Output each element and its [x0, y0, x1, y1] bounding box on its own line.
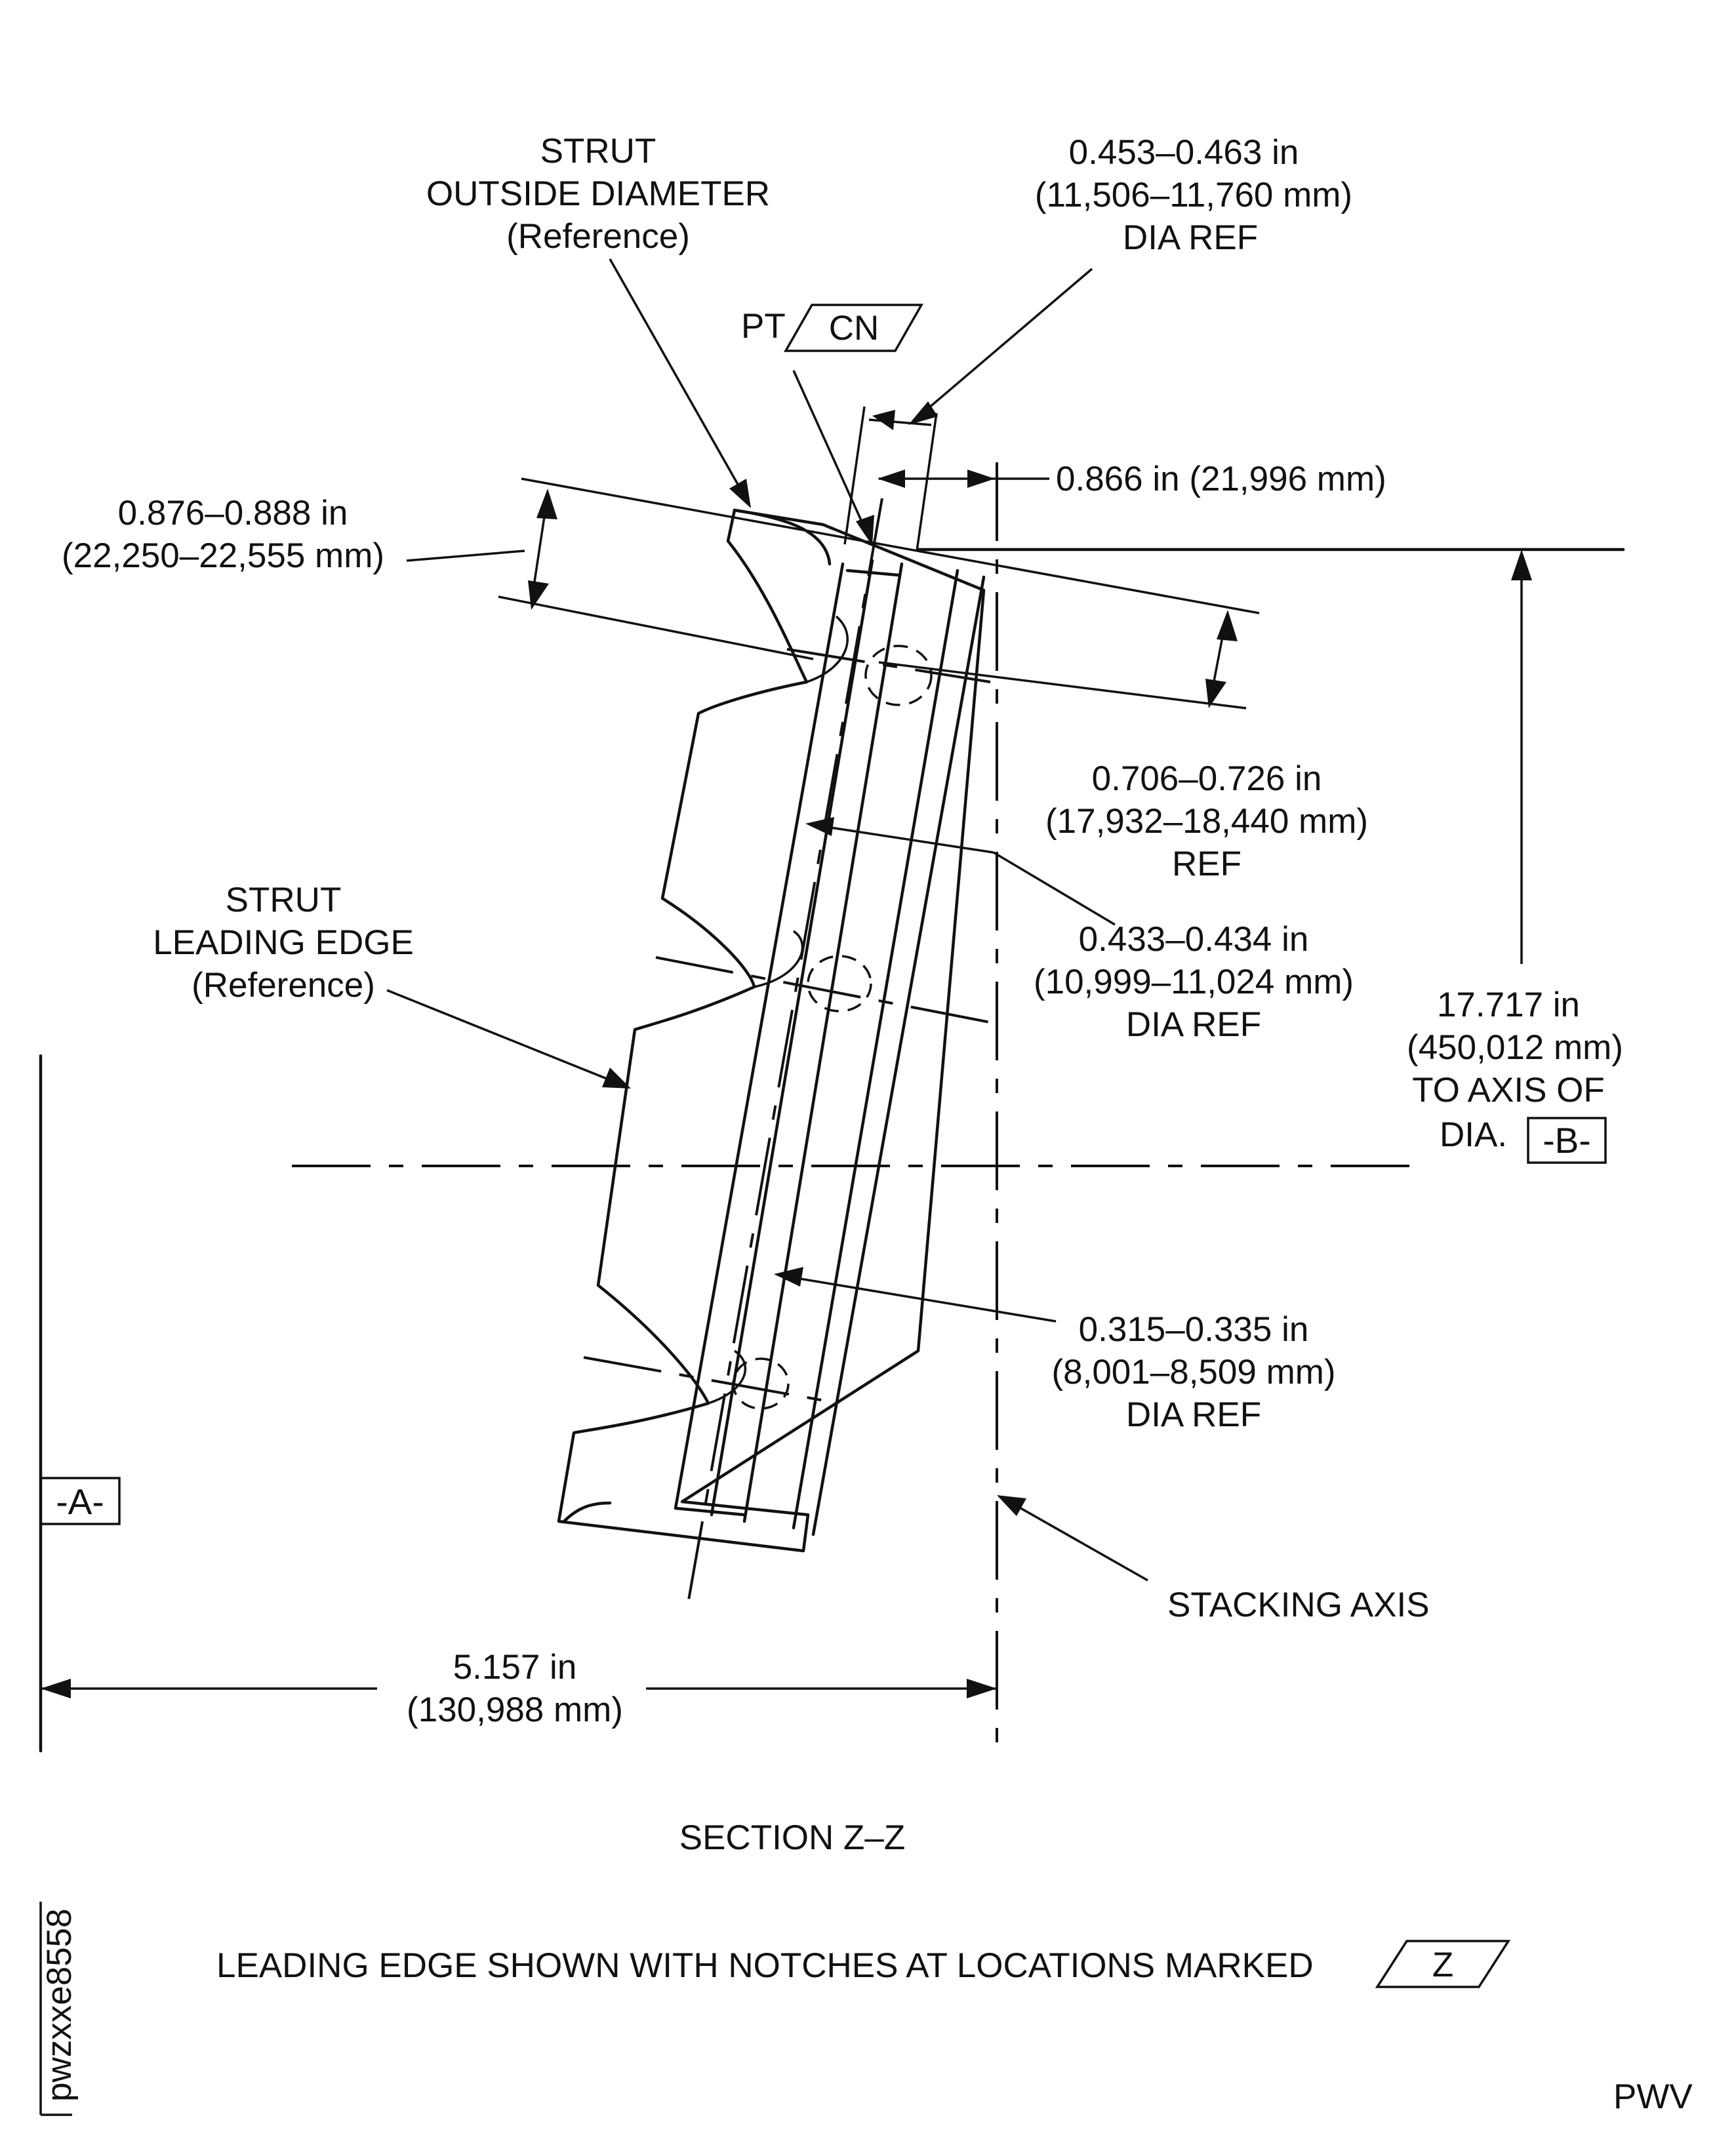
dim-17717-line1: 17.717 in — [1437, 986, 1580, 1024]
strut-od-line2: OUTSIDE DIAMETER — [426, 174, 770, 213]
leader-stacking-axis — [1003, 1497, 1148, 1582]
dim-17717-line2: (450,012 mm) — [1407, 1028, 1623, 1067]
notch-axis-bot — [583, 1356, 840, 1405]
ext-line-706-bot — [878, 661, 1247, 710]
notch-curve-bot — [708, 1350, 747, 1405]
ext-line-453-b — [916, 412, 938, 551]
leader-453 — [914, 268, 1093, 421]
ext-line-876-top — [521, 477, 1260, 614]
dim-876-line2: (22,250–22,555 mm) — [62, 536, 384, 575]
drawing-id: pwzxxe8558 — [40, 1908, 79, 2102]
section-title: SECTION Z–Z — [679, 1818, 906, 1857]
note-text: LEADING EDGE SHOWN WITH NOTCHES AT LOCAT… — [216, 1946, 1314, 1985]
dim-315-line2: (8,001–8,509 mm) — [1051, 1353, 1335, 1392]
leader-strut-le — [386, 989, 624, 1087]
leader-strut-od — [609, 258, 749, 502]
dim-706-line2: (17,932–18,440 mm) — [1045, 802, 1368, 841]
notch-axis-top — [786, 648, 991, 683]
dim-17717-line4: DIA. — [1440, 1115, 1507, 1154]
leader-876 — [406, 550, 525, 562]
cn-flag — [783, 304, 924, 352]
notch-circle-mid — [807, 955, 872, 1012]
leader-433 — [993, 851, 1116, 926]
strut-le-line1: STRUT — [226, 881, 342, 919]
strut-od-line1: STRUT — [540, 132, 656, 170]
leader-433-b — [813, 824, 994, 854]
dim-17717-line3: TO AXIS OF — [1412, 1071, 1605, 1110]
dim-453-line3: DIA REF — [1123, 218, 1258, 257]
leader-315 — [780, 1274, 1057, 1323]
stacking-axis-label: STACKING AXIS — [1167, 1586, 1430, 1624]
dim-876-line1: 0.876–0.888 in — [118, 494, 348, 532]
strut-od-line3: (Reference) — [506, 217, 690, 256]
dim-315-line1: 0.315–0.335 in — [1079, 1310, 1309, 1349]
notch-circle-bot — [732, 1357, 790, 1410]
dim-866-text: 0.866 in (21,996 mm) — [1056, 460, 1386, 498]
notch-circle-top — [864, 645, 933, 706]
dim-433-line3: DIA REF — [1126, 1005, 1261, 1044]
notch-curve-top — [806, 615, 849, 683]
bore-lines — [674, 559, 986, 1536]
strut-bottom-platform — [562, 1501, 612, 1523]
leader-pt — [792, 370, 870, 538]
datum-b-label: -B- — [1543, 1120, 1590, 1161]
dim-433-line1: 0.433–0.434 in — [1079, 920, 1309, 959]
datum-b-box: -B- — [1527, 1117, 1607, 1164]
note-z-flag — [1375, 1940, 1511, 1988]
dim-453-line2: (11,506–11,760 mm) — [1035, 176, 1352, 214]
dim-706-line1: 0.706–0.726 in — [1092, 759, 1322, 798]
cn-label: CN — [829, 309, 879, 348]
strut-leading-edge-outline — [557, 508, 986, 1553]
bore-centerline — [687, 498, 883, 1601]
datum-a-label: -A- — [56, 1481, 104, 1522]
notch-axis-mid — [655, 956, 994, 1024]
strut-le-line3: (Reference) — [192, 966, 375, 1005]
strut-le-line2: LEADING EDGE — [153, 923, 414, 962]
corner-code: PWV — [1613, 2077, 1693, 2116]
pt-label: PT — [741, 307, 786, 346]
datum-a-box: -A- — [39, 1477, 121, 1525]
dim-706-line3: REF — [1172, 845, 1241, 883]
dim-5157-line1: 5.157 in — [453, 1648, 577, 1687]
ext-line-876-bot — [498, 595, 814, 660]
dim-315-line3: DIA REF — [1126, 1395, 1261, 1434]
ext-line-453-a — [843, 406, 866, 545]
strut-od-contour — [733, 508, 832, 566]
dim-433-line2: (10,999–11,024 mm) — [1034, 963, 1354, 1001]
dim-5157-line2: (130,988 mm) — [407, 1691, 623, 1729]
note-z-label: Z — [1432, 1946, 1453, 1984]
dim-453-line1: 0.453–0.463 in — [1069, 133, 1299, 172]
